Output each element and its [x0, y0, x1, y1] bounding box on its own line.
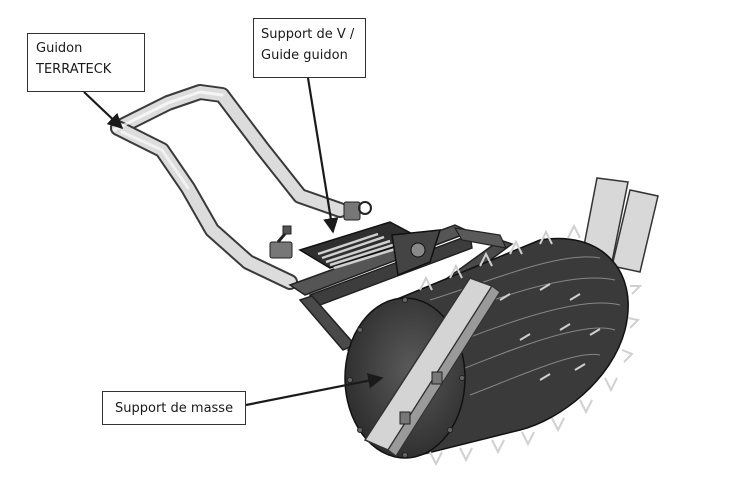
handlebar [110, 84, 348, 290]
arrow-guidon [83, 91, 124, 130]
arrow-support-masse [245, 373, 384, 407]
handlebar-clamps [269, 201, 372, 259]
label-guidon: Guidon TERRATECK [27, 33, 145, 92]
label-support-v-line2: Guide guidon [261, 48, 348, 63]
weight-support-bracket [363, 277, 501, 457]
label-support-v-line1: Support de V / [261, 27, 355, 42]
v-support-plate [298, 221, 442, 277]
label-guidon-line2: TERRATECK [36, 62, 112, 77]
label-support-masse-text: Support de masse [115, 401, 234, 416]
arrow-support-v [306, 77, 339, 234]
label-support-masse: Support de masse [102, 391, 246, 425]
label-guidon-line1: Guidon [36, 41, 83, 56]
leader-lines [83, 77, 384, 407]
label-support-v: Support de V / Guide guidon [253, 18, 366, 78]
